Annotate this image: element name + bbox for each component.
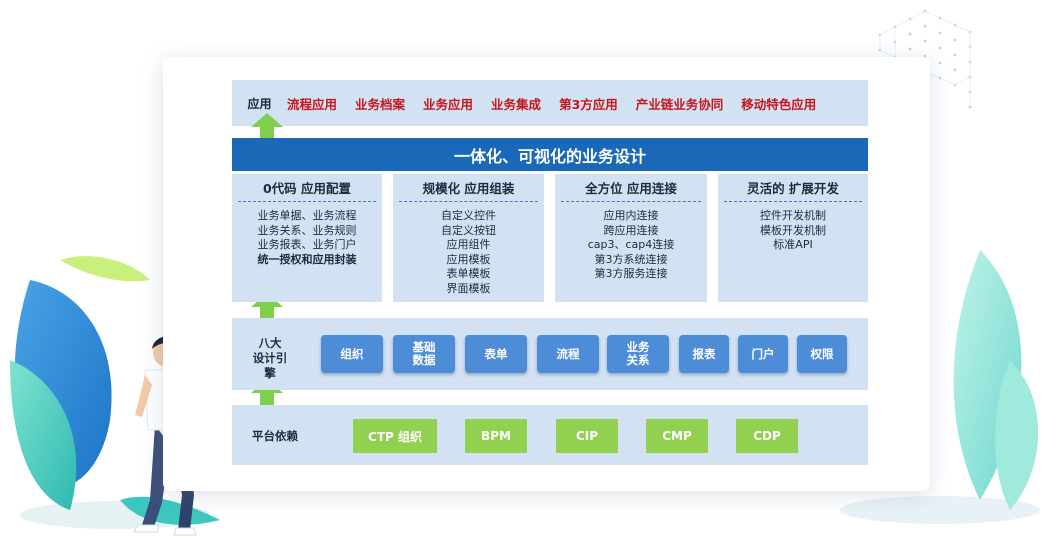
application-items: 流程应用 业务档案 业务应用 业务集成 第3方应用 产业链业务协同 移动特色应用 xyxy=(287,94,816,113)
column-body: 应用内连接 跨应用连接 cap3、cap4连接 第3方系统连接 第3方服务连接 xyxy=(555,202,707,282)
column-line: 标准API xyxy=(773,238,813,251)
leaf-decoration-right xyxy=(840,250,1040,524)
app-item-archive: 业务档案 xyxy=(355,96,406,112)
platform-cmp: CMP xyxy=(646,419,708,453)
app-item-process: 流程应用 xyxy=(287,96,338,112)
platform-cdp: CDP xyxy=(736,419,798,453)
column-line: 业务关系、业务规则 xyxy=(257,223,357,237)
leaf-decoration-left xyxy=(10,256,220,529)
column-line: 模板开发机制 xyxy=(760,223,826,237)
column-line: 自定义控件 xyxy=(441,209,496,222)
application-layer: 应用 流程应用 业务档案 业务应用 业务集成 第3方应用 产业链业务协同 移动特… xyxy=(232,80,868,126)
column-header: 0代码 应用配置 xyxy=(238,174,376,202)
column-line: 应用模板 xyxy=(446,252,491,266)
design-engines-title: 八大 设计引擎 xyxy=(252,336,288,380)
engine-business-relation: 业务 关系 xyxy=(607,335,669,373)
column-body: 控件开发机制 模板开发机制 标准API xyxy=(718,202,868,253)
engine-portal: 门户 xyxy=(738,335,788,373)
column-line: 控件开发机制 xyxy=(760,209,826,222)
design-engines-layer: 八大 设计引擎 组织 基础 数据 表单 流程 业务 关系 报表 门户 权限 xyxy=(232,318,868,390)
engine-organization: 组织 xyxy=(321,335,383,373)
column-line: 表单模板 xyxy=(446,267,491,280)
column-line: cap3、cap4连接 xyxy=(587,238,675,251)
column-line: 业务单据、业务流程 xyxy=(257,209,357,222)
platform-cip: CIP xyxy=(556,419,618,453)
design-banner: 一体化、可视化的业务设计 xyxy=(232,138,868,171)
column-line: 应用组件 xyxy=(446,238,491,251)
engine-report: 报表 xyxy=(679,335,729,373)
column-line-strong: 统一授权和应用封装 xyxy=(257,252,357,266)
column-line: 应用内连接 xyxy=(603,209,659,222)
up-arrow-icon xyxy=(251,113,283,145)
platform-title: 平台依赖 xyxy=(252,429,298,443)
column-body: 自定义控件 自定义按钮 应用组件 应用模板 表单模板 界面模板 xyxy=(393,202,544,296)
engine-permission: 权限 xyxy=(797,335,847,373)
column-line: 第3方服务连接 xyxy=(594,267,668,280)
app-item-industry-chain: 产业链业务协同 xyxy=(635,96,724,112)
app-item-business: 业务应用 xyxy=(423,96,474,112)
dot-grid-decoration xyxy=(878,9,972,109)
column-header: 规模化 应用组装 xyxy=(399,174,538,202)
app-item-third-party: 第3方应用 xyxy=(559,96,618,112)
app-item-integration: 业务集成 xyxy=(491,96,542,112)
column-body: 业务单据、业务流程 业务关系、业务规则 业务报表、业务门户 统一授权和应用封装 xyxy=(232,202,382,267)
column-header: 全方位 应用连接 xyxy=(561,174,701,202)
platform-ctp: CTP 组织 xyxy=(353,419,437,453)
platform-layer: 平台依赖 CTP 组织 BPM CIP CMP CDP xyxy=(232,405,868,465)
column-line: 业务报表、业务门户 xyxy=(257,238,357,251)
platform-bpm: BPM xyxy=(465,419,527,453)
engine-basic-data: 基础 数据 xyxy=(393,335,455,373)
engine-process: 流程 xyxy=(537,335,599,373)
column-line: 第3方系统连接 xyxy=(594,252,668,266)
column-line: 自定义按钮 xyxy=(441,223,496,237)
column-connection: 全方位 应用连接 应用内连接 跨应用连接 cap3、cap4连接 第3方系统连接… xyxy=(555,174,707,302)
column-line: 界面模板 xyxy=(446,281,491,295)
column-line: 跨应用连接 xyxy=(603,223,659,237)
column-zero-code: 0代码 应用配置 业务单据、业务流程 业务关系、业务规则 业务报表、业务门户 统… xyxy=(232,174,382,302)
application-layer-title: 应用 xyxy=(247,96,272,111)
column-assembly: 规模化 应用组装 自定义控件 自定义按钮 应用组件 应用模板 表单模板 界面模板 xyxy=(393,174,544,302)
column-header: 灵活的 扩展开发 xyxy=(724,174,862,202)
app-item-mobile: 移动特色应用 xyxy=(741,96,817,112)
engine-form: 表单 xyxy=(465,335,527,373)
column-extension: 灵活的 扩展开发 控件开发机制 模板开发机制 标准API xyxy=(718,174,868,302)
